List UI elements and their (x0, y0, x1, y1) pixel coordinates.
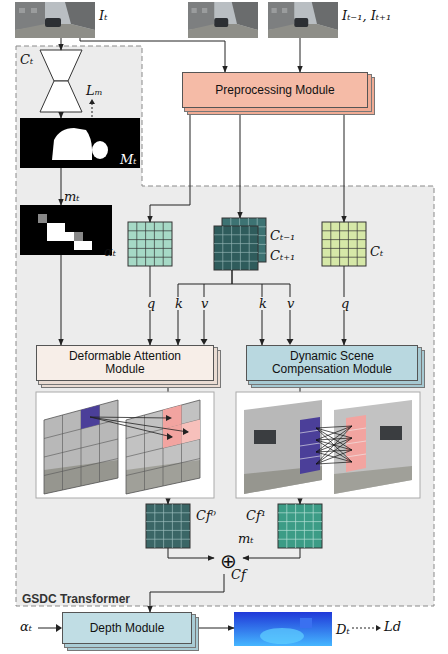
process-box: Depth Module (62, 612, 192, 644)
image-node: Dₜ (234, 612, 332, 646)
process-box: Preprocessing Module (182, 72, 368, 108)
connector (80, 38, 225, 72)
text-holder: Cₜ₋₁ (270, 226, 295, 244)
node-text: Dynamic Scene Compensation Module (267, 350, 397, 376)
text-holder: Iₜ₋₁, Iₜ₊₁ (342, 6, 391, 24)
region-outline (16, 46, 434, 606)
feature-grid (146, 504, 190, 548)
math-label: mₜ (238, 532, 254, 545)
node-text: mₜ (64, 189, 80, 204)
image-node: Iₜ (15, 2, 95, 38)
connector (344, 108, 345, 222)
node-text: Cₜ (370, 244, 383, 259)
math-label: q (146, 297, 156, 310)
grid-node: Cf¹ (278, 504, 322, 548)
node-text: Iₜ (99, 8, 107, 23)
input-photo (15, 2, 95, 38)
grid-node: αₜ (128, 222, 172, 266)
math-label: Lₘ (86, 84, 103, 97)
node-text: Cₜ (20, 52, 33, 67)
image-node: Iₜ₋₁, Iₜ₊₁ (188, 2, 338, 38)
module-region: GSDC TransformerCₜMₜmₜαₜCₜ₋₁Cₜ₊₁CₜDeform… (16, 46, 434, 606)
mask-node: Mₜ (20, 118, 140, 168)
node-text: Deformable Attention Module (65, 350, 185, 376)
text-holder: Cf⁰ (196, 506, 216, 524)
connector (168, 548, 214, 558)
connector (150, 574, 224, 612)
connector (300, 38, 301, 72)
math-label: v (200, 297, 209, 310)
math-label: q (340, 297, 350, 310)
text-holder: Cₜ (20, 50, 33, 68)
connector (192, 628, 234, 629)
connector (240, 108, 241, 218)
node-text: Cₜ₊₁ (270, 248, 295, 263)
text-holder: GSDC Transformer (22, 589, 130, 607)
text-holder: Cₜ₊₁ (270, 246, 295, 264)
node-text: Iₜ₋₁, Iₜ₊₁ (342, 8, 391, 23)
node-text: αₜ (104, 244, 116, 259)
math-label: k (258, 297, 268, 310)
branch-lines (201, 284, 294, 345)
math-label: Ld (384, 620, 401, 633)
text-holder: Iₜ (99, 6, 107, 24)
text-holder: Cₜ (370, 242, 383, 260)
connector (243, 548, 300, 558)
encoder-decoder (40, 50, 82, 112)
math-label: αₜ (20, 620, 32, 633)
process-box: Deformable Attention Module (36, 345, 214, 381)
math-label: v (286, 297, 295, 310)
text-holder: Cf¹ (246, 506, 266, 524)
text-holder: Mₜ (120, 150, 137, 168)
dynamic-compensation-illustration (236, 392, 420, 498)
process-box: Dynamic Scene Compensation Module (246, 345, 418, 381)
node-text: Dₜ (336, 622, 350, 637)
grid-node: Cₜ₋₁Cₜ₊₁ (214, 218, 266, 270)
motion-mask (20, 118, 140, 168)
connector (61, 168, 62, 205)
node-text: Cf⁰ (196, 508, 216, 523)
text-holder: mₜ (64, 187, 80, 205)
connector (61, 255, 62, 345)
text-holder: αₜ (104, 242, 116, 260)
connector (61, 38, 62, 50)
node-text: Depth Module (90, 622, 165, 635)
connector (61, 112, 62, 118)
node-text: Mₜ (120, 152, 137, 167)
node-text: GSDC Transformer (22, 592, 130, 606)
mask-node: mₜ (20, 205, 112, 255)
depth-map (234, 612, 332, 646)
text-holder: Dₜ (336, 620, 350, 638)
feature-grid (278, 504, 322, 548)
grid-node: Cₜ (322, 222, 366, 266)
node-text: Preprocessing Module (215, 84, 334, 97)
edge-label: Cf (230, 568, 247, 581)
feature-grid (322, 222, 366, 266)
deformable-attention-illustration (36, 392, 214, 498)
connector (150, 108, 190, 222)
input-photos (188, 2, 338, 38)
grid-node: Cf⁰ (146, 504, 190, 548)
patch-mask (20, 205, 112, 255)
feature-grid (128, 222, 172, 266)
node-text: Cf¹ (246, 508, 266, 523)
feature-grid-stack (214, 218, 266, 270)
network-node: Cₜ (40, 50, 82, 112)
math-label: k (174, 297, 184, 310)
connector (178, 270, 232, 345)
node-text: Cₜ₋₁ (270, 228, 295, 243)
